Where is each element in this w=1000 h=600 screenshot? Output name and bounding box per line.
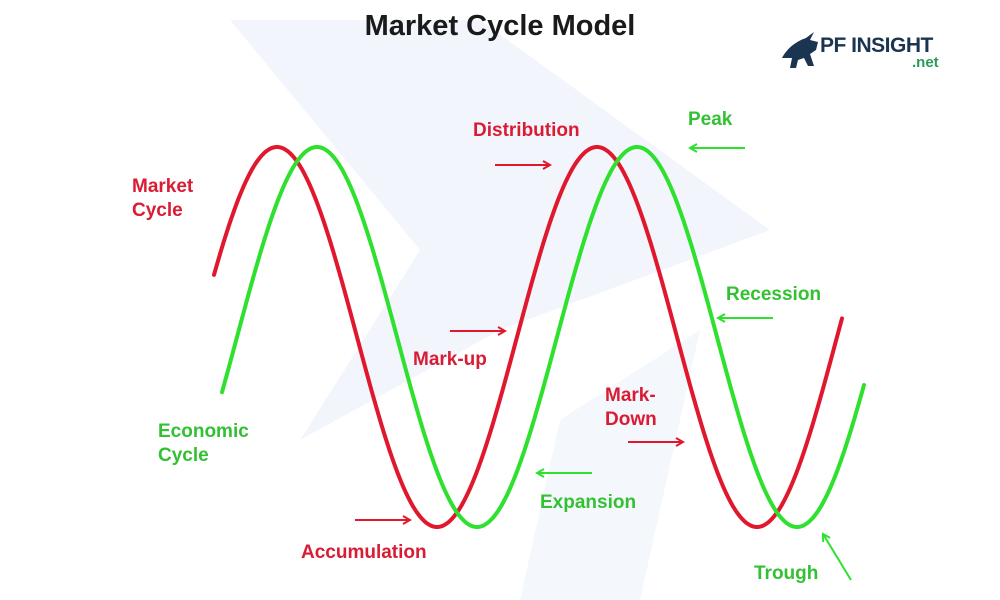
logo: PF INSIGHT .net xyxy=(780,28,960,73)
markdown-label: Mark- Down xyxy=(605,384,657,432)
trough-arrow xyxy=(823,534,852,581)
recession-label: Recession xyxy=(726,284,822,305)
logo-text: PF INSIGHT xyxy=(820,34,933,57)
economic-cycle-label: Economic Cycle xyxy=(158,420,249,468)
trough-label: Trough xyxy=(754,563,819,584)
markdown-label-line2: Down xyxy=(605,409,657,430)
market-cycle-label: Market Cycle xyxy=(132,175,193,223)
market-cycle-curve xyxy=(212,145,844,529)
background-zigzag-lower xyxy=(520,330,700,600)
distribution-label: Distribution xyxy=(473,120,580,141)
logo-subtext: .net xyxy=(912,54,939,71)
background-zigzag xyxy=(230,20,770,440)
background-shapes xyxy=(230,20,770,600)
peak-label: Peak xyxy=(688,109,733,130)
page-title: Market Cycle Model xyxy=(364,10,636,42)
accumulation-label: Accumulation xyxy=(301,542,427,563)
bull-icon xyxy=(782,32,818,68)
economic-cycle-label-line2: Cycle xyxy=(158,445,209,466)
economic-cycle-label-line1: Economic xyxy=(158,421,249,442)
markup-label: Mark-up xyxy=(413,349,487,370)
market-cycle-label-line1: Market xyxy=(132,176,194,197)
economic-cycle-curve xyxy=(220,145,866,529)
market-cycle-label-line2: Cycle xyxy=(132,200,183,221)
expansion-label: Expansion xyxy=(540,492,637,513)
markdown-label-line1: Mark- xyxy=(605,385,656,406)
